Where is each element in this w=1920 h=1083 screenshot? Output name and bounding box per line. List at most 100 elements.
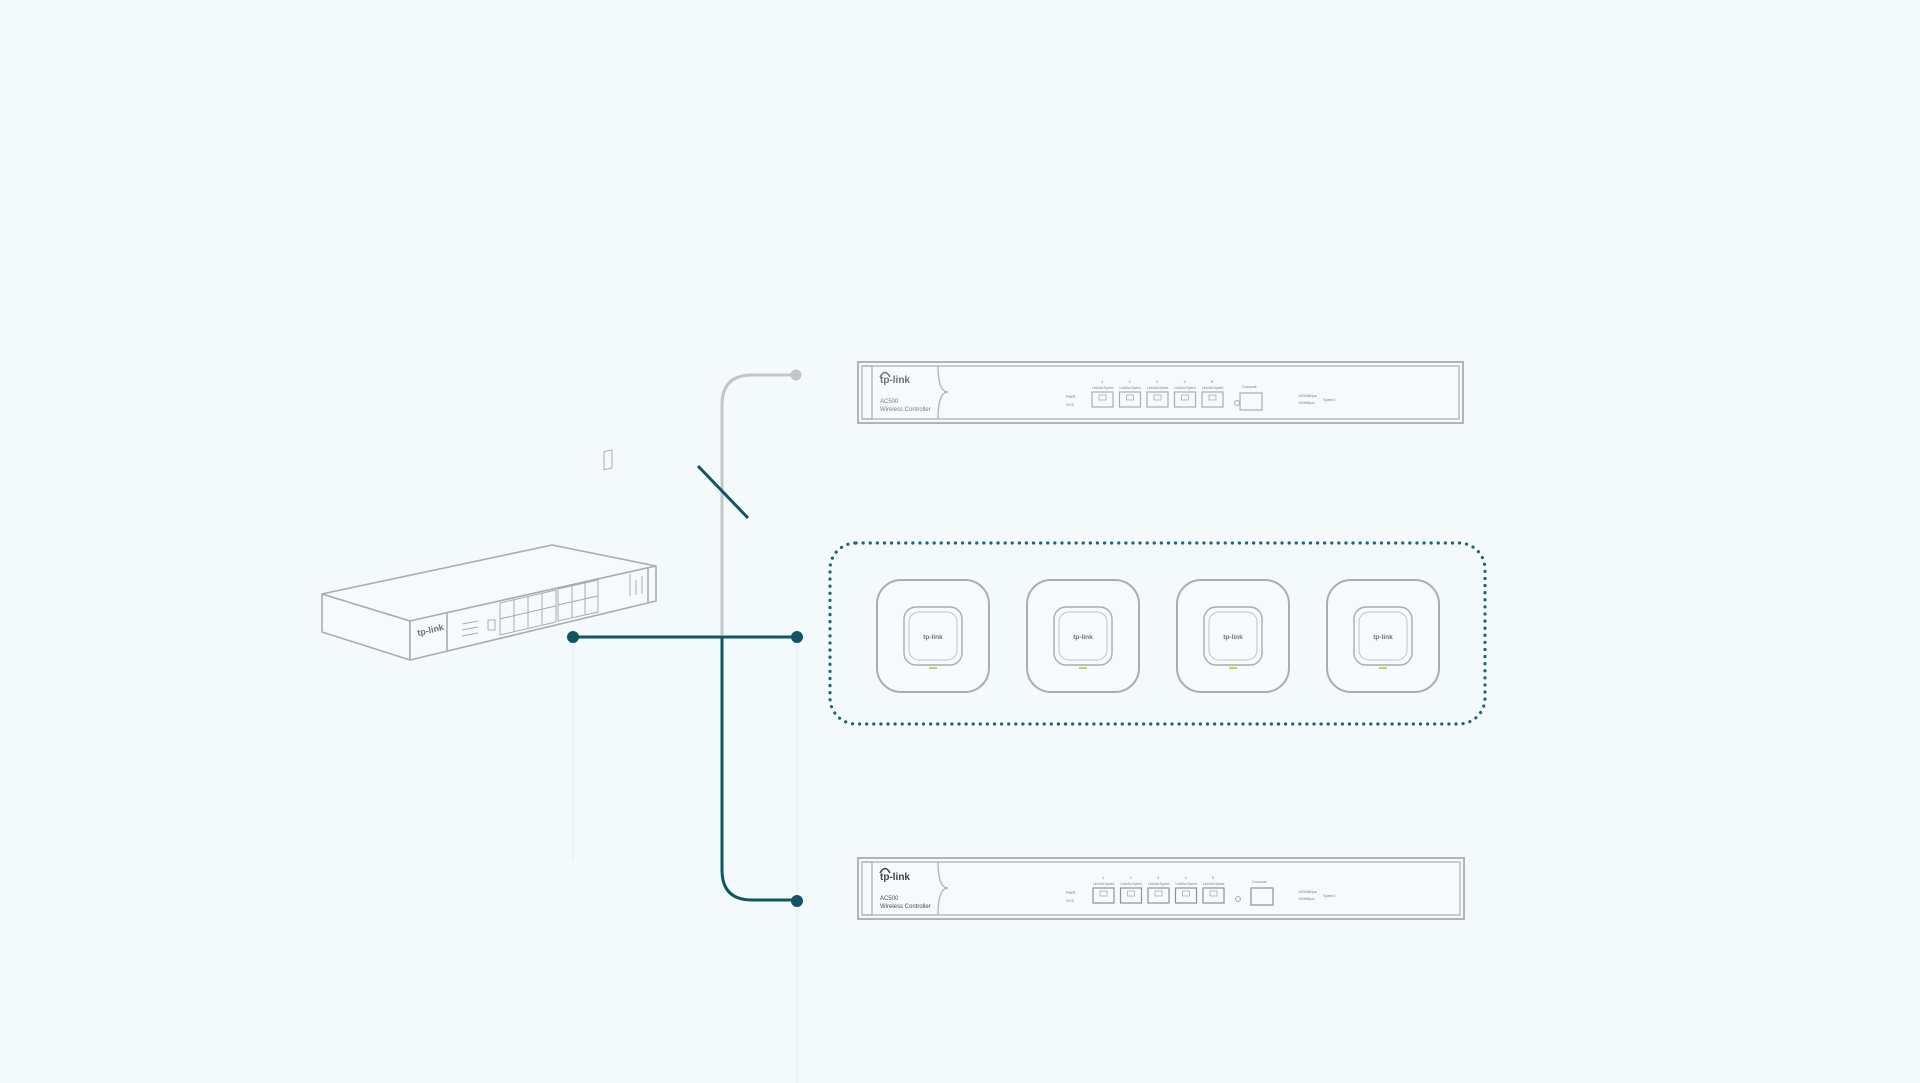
console-port-icon	[1250, 887, 1274, 906]
port-sub-label: Speed	[1133, 882, 1142, 886]
ethernet-port-icon	[1201, 391, 1224, 408]
controller-bottom-subtitle: Wireless Controller	[880, 904, 931, 910]
port-notch	[1098, 394, 1107, 401]
access-point-cover	[903, 606, 963, 666]
bottom-controller-endpoint	[791, 895, 803, 907]
switch-endpoint	[567, 631, 579, 643]
network-switch-icon: tp-link	[321, 449, 657, 661]
controller-bottom-console-label: Console	[1252, 879, 1267, 884]
port-sub-label: Link/Act	[1203, 882, 1214, 886]
access-points-endpoint	[791, 631, 803, 643]
port-notch	[1153, 394, 1162, 401]
access-point-icon: tp-link	[1026, 579, 1140, 693]
controller-top-subtitle: Wireless Controller	[880, 407, 931, 413]
port-number-label: 5	[1212, 875, 1215, 880]
port-sub-label: Speed	[1188, 882, 1197, 886]
access-point-cover	[1053, 606, 1113, 666]
port-sub-label: Link/Act	[1093, 882, 1104, 886]
port-sub-label: Link/Act	[1120, 386, 1131, 390]
status-led-icon	[1379, 667, 1387, 669]
port-sub-label: Speed	[1104, 386, 1113, 390]
status-led-icon	[929, 667, 937, 669]
controller-top-speed-100: 100Mbps	[1298, 400, 1314, 405]
port-notch	[1182, 890, 1190, 897]
port-notch	[1099, 890, 1108, 897]
controller-bottom-led-pwr: PWR	[1066, 890, 1075, 895]
ethernet-port-icon	[1118, 391, 1142, 408]
ethernet-port-icon	[1173, 391, 1197, 408]
ethernet-port-icon	[1146, 391, 1169, 408]
reset-button-icon	[1235, 896, 1241, 902]
access-point-body	[1176, 579, 1290, 693]
top-controller-endpoint	[790, 369, 802, 381]
ethernet-port-icon	[1092, 887, 1115, 904]
reset-button-icon	[1234, 400, 1240, 406]
port-sub-label: Speed	[1215, 882, 1224, 886]
ethernet-port-icon	[1174, 887, 1198, 904]
port-notch	[1126, 394, 1134, 401]
access-point-brand: tp-link	[923, 634, 943, 641]
controller-top-model: AC500	[880, 399, 899, 405]
ethernet-port-icon	[1119, 887, 1143, 904]
port-sub-label: Speed	[1132, 386, 1141, 390]
port-sub-label: Link/Act	[1121, 882, 1132, 886]
brand-logo-icon	[879, 371, 891, 378]
link-to-top-controller	[720, 373, 795, 635]
controller-top-led-sys: SYS	[1066, 402, 1074, 407]
port-sub-label: Link/Act	[1147, 386, 1158, 390]
access-point-group: tp-link tp-link tp-link tp-link	[876, 579, 1440, 693]
link-to-bottom-controller	[720, 637, 797, 902]
access-point-cover	[1353, 606, 1413, 666]
status-led-icon	[1079, 667, 1087, 669]
access-point-brand: tp-link	[1373, 634, 1393, 641]
access-point-icon: tp-link	[876, 579, 990, 693]
access-point-cover	[1203, 606, 1263, 666]
access-point-brand: tp-link	[1223, 634, 1243, 641]
port-sub-label: Speed	[1187, 386, 1196, 390]
port-notch	[1154, 890, 1163, 897]
access-point-body	[876, 579, 990, 693]
port-sub-label: Speed	[1105, 882, 1114, 886]
port-notch	[1209, 890, 1218, 897]
access-point-body	[1326, 579, 1440, 693]
controller-bottom-speed-1000: 1000Mbps	[1298, 889, 1317, 894]
port-notch	[1127, 890, 1135, 897]
port-number-label: 3	[1157, 875, 1160, 880]
port-number-label: 4	[1184, 379, 1187, 384]
port-sub-label: Speed	[1159, 386, 1168, 390]
access-point-panel	[908, 611, 958, 661]
port-number-label: 4	[1185, 875, 1188, 880]
console-port-icon	[1239, 392, 1263, 411]
controller-top-console-label: Console	[1242, 384, 1257, 389]
port-sub-label: Link/Act	[1202, 386, 1213, 390]
port-sub-label: Link/Act	[1176, 882, 1187, 886]
controller-bottom-speed-100: 100Mbps	[1298, 896, 1314, 901]
status-led-icon	[1229, 667, 1237, 669]
port-notch	[1181, 394, 1189, 401]
connection-lines	[567, 369, 803, 907]
port-number-label: 2	[1129, 379, 1132, 384]
port-sub-label: Speed	[1214, 386, 1223, 390]
controller-top-speed-1000: 1000Mbps	[1298, 393, 1317, 398]
brand-logo-icon	[879, 867, 891, 874]
ethernet-port-icon	[1147, 887, 1170, 904]
controller-bottom: tp-link AC500 Wireless Controller PWR SY…	[857, 857, 1465, 920]
access-point-brand: tp-link	[1073, 634, 1093, 641]
access-point-panel	[1208, 611, 1258, 661]
access-point-group-border	[828, 541, 1487, 726]
access-point-panel	[1058, 611, 1108, 661]
port-number-label: 5	[1211, 379, 1214, 384]
link-break-slash	[696, 464, 750, 520]
port-number-label: 1	[1102, 875, 1105, 880]
controller-top: tp-link AC500 Wireless Controller PWR SY…	[857, 361, 1464, 424]
port-sub-label: Link/Act	[1175, 386, 1186, 390]
ethernet-port-icon	[1091, 391, 1114, 408]
port-number-label: 3	[1156, 379, 1159, 384]
controller-bottom-led-sys: SYS	[1066, 898, 1074, 903]
port-sub-label: Link/Act	[1092, 386, 1103, 390]
controller-top-speed-label: Speed	[1323, 397, 1335, 402]
port-number-label: 2	[1130, 875, 1133, 880]
